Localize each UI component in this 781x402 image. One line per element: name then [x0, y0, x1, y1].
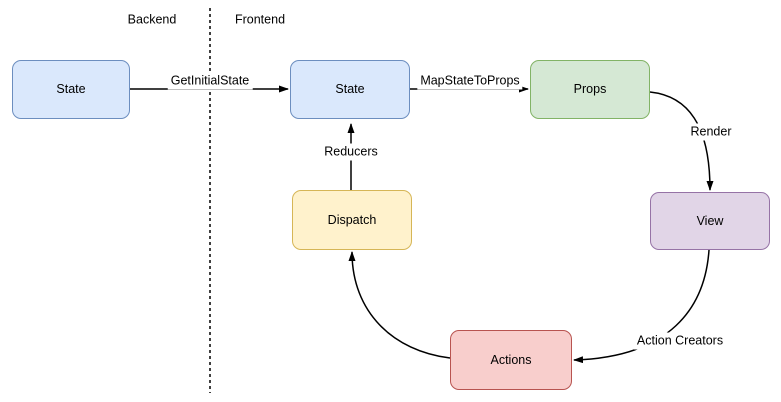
edge-label-action-creators: Action Creators [633, 332, 727, 350]
edge-label-reducers: Reducers [321, 143, 381, 161]
edge-label-get-initial-state: GetInitialState [167, 72, 253, 90]
node-state-backend-label: State [56, 82, 86, 97]
node-view: View [650, 192, 770, 250]
backend-region-label: Backend [127, 12, 177, 27]
node-state-frontend-label: State [335, 82, 365, 97]
edge-action-creators [573, 249, 710, 364]
node-dispatch: Dispatch [292, 190, 412, 250]
edge-actions-to-dispatch [348, 251, 451, 359]
node-props-label: Props [573, 82, 607, 97]
frontend-region-label: Frontend [234, 12, 286, 27]
edge-label-render: Render [687, 123, 735, 141]
node-props: Props [530, 60, 650, 119]
node-view-label: View [696, 213, 724, 228]
node-actions-label: Actions [490, 352, 532, 367]
edge-render [649, 91, 714, 191]
node-dispatch-label: Dispatch [327, 212, 377, 227]
edge-label-map-state-to-props: MapStateToProps [417, 72, 523, 90]
node-state-backend: State [12, 60, 130, 119]
node-state-frontend: State [290, 60, 410, 119]
node-actions: Actions [450, 330, 572, 390]
